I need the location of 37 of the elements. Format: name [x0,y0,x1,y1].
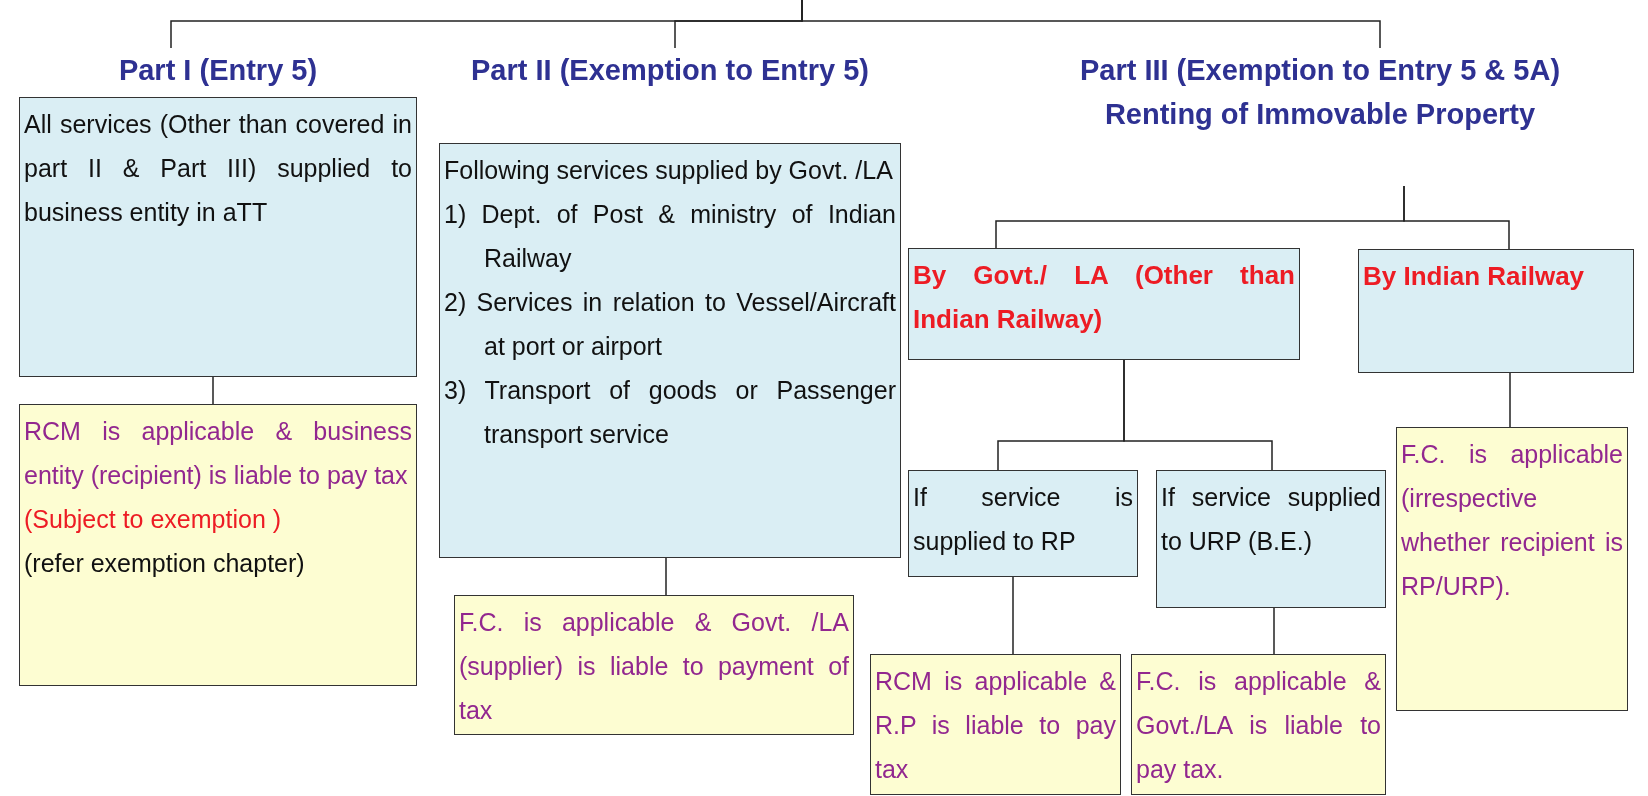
box-text: (refer exemption chapter) [24,548,306,579]
box-text: 3) Transport of goods or Passenger transport service [444,375,896,450]
section-heading: Part I (Entry 5) [118,53,318,88]
box-text: F.C. is applicable & Govt./LA is liable to pay tax. [1136,666,1381,785]
connector-line [665,557,667,596]
box-text: If service supplied to URP (B.E.) [1161,482,1381,557]
connector-line [1012,576,1014,655]
result-box [1131,654,1386,795]
connector-line [1509,372,1511,428]
box-text: 2) Services in relation to Vessel/Aircraft at port or airport [444,287,896,362]
box-text: All services (Other than covered in part II & Part III) supplied to business entity in aTT [24,109,412,228]
box-text: F.C. is applicable & Govt. /LA (supplier) is liable to payment of tax [459,607,849,726]
result-box [1396,427,1628,711]
box-text: By Indian Railway [1363,260,1586,293]
box-text: If service is supplied to RP [913,482,1133,557]
box-text: Following services supplied by Govt. /LA [444,155,894,186]
section-heading: Renting of Immovable Property [1104,97,1536,132]
connector-line [1273,607,1275,655]
section-heading: Part III (Exemption to Entry 5 & 5A) [1079,53,1561,88]
result-box [19,404,417,686]
connector-line [1403,185,1510,250]
box-text: 1) Dept. of Post & ministry of Indian Railway [444,199,896,274]
connector-line [801,0,1381,49]
box-text: By Govt./ LA (Other than Indian Railway) [913,259,1295,336]
category-box [1156,470,1386,608]
box-text: F.C. is applicable (irrespective whether recipient is RP/URP). [1401,439,1623,602]
result-box [454,595,854,735]
category-box [1358,249,1634,373]
connector-line [1123,359,1273,471]
section-heading: Part II (Exemption to Entry 5) [471,53,869,88]
box-text: (Subject to exemption ) [24,504,283,535]
connector-line [212,376,214,405]
category-box [908,470,1138,577]
box-text: RCM is applicable & R.P is liable to pay tax [875,666,1116,785]
result-box [870,654,1121,795]
box-text: RCM is applicable & business entity (recipient) is liable to pay tax [24,416,412,491]
category-box [908,248,1300,360]
